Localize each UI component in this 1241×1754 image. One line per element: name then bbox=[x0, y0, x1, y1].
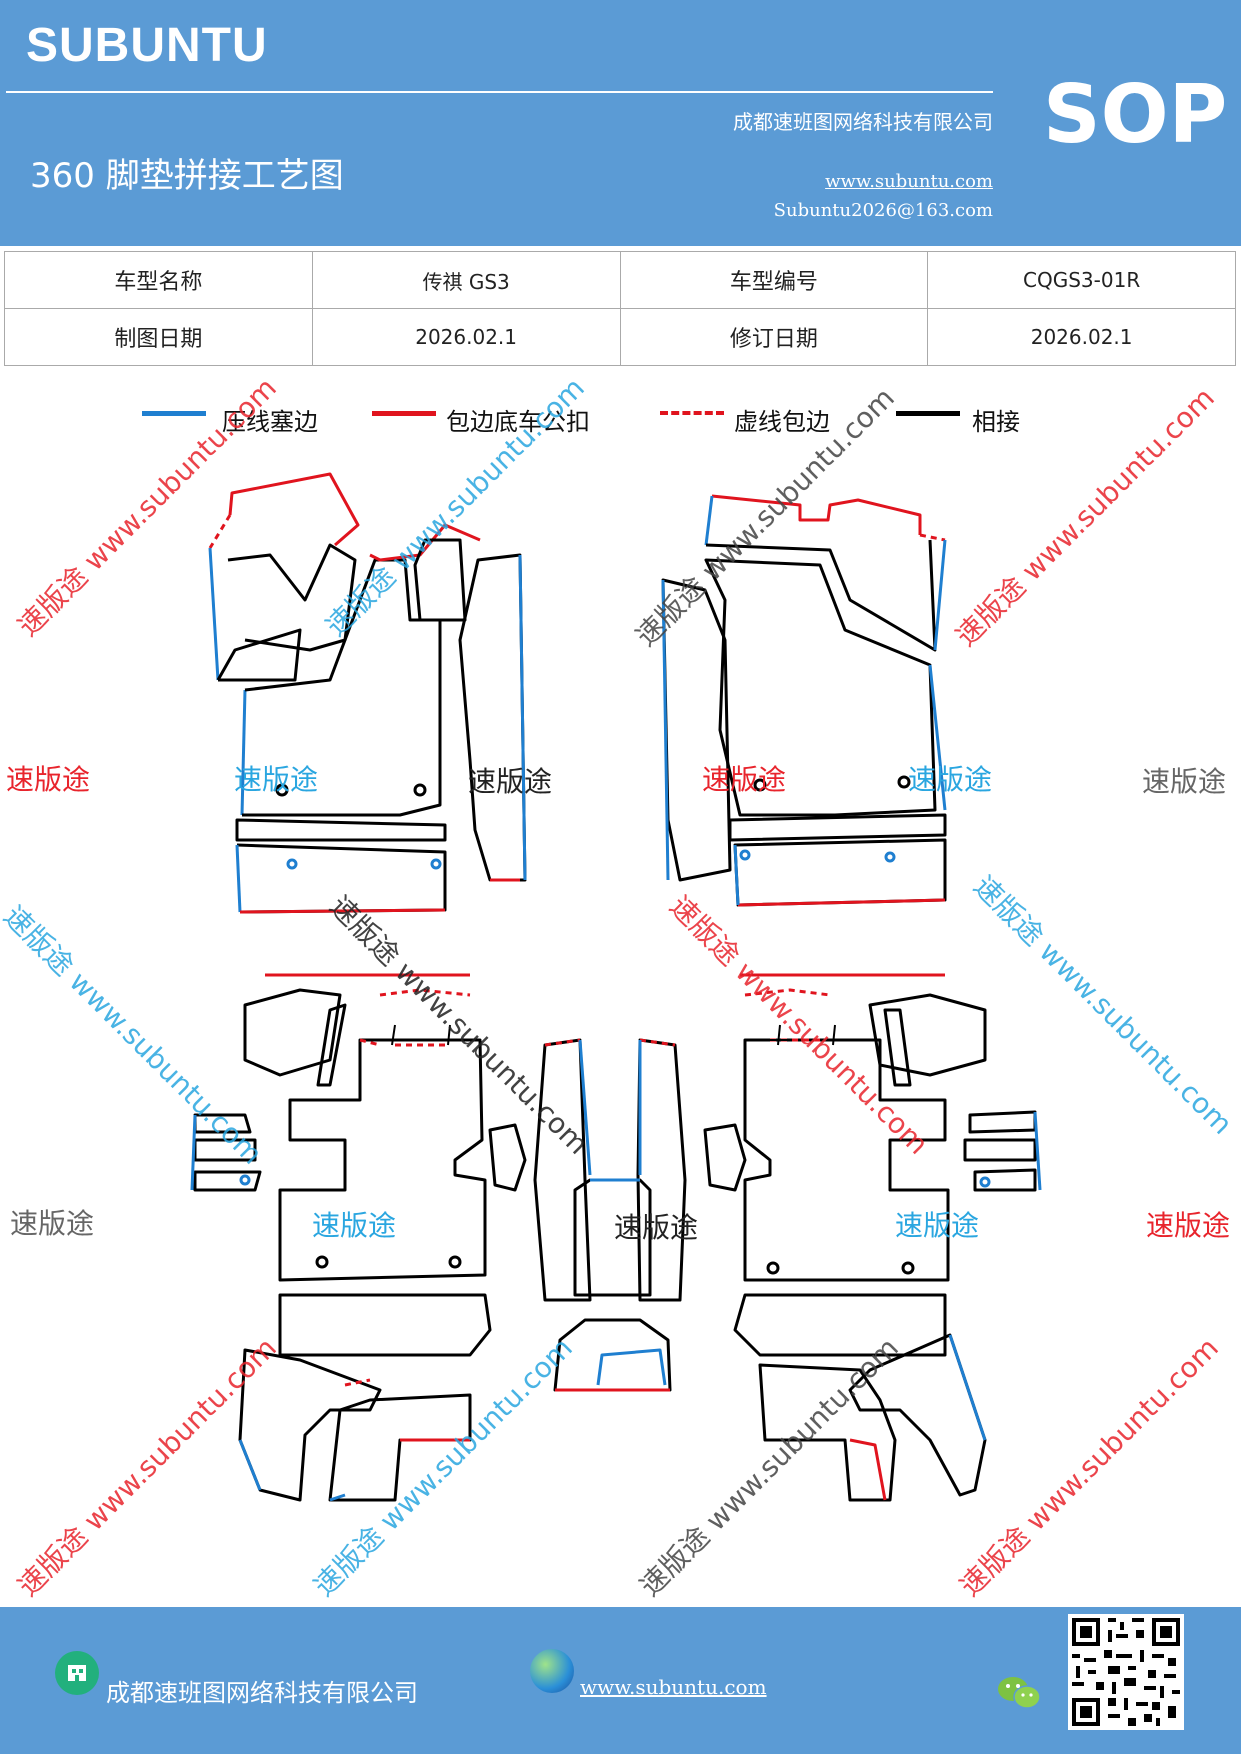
rear-right-mat-group bbox=[703, 973, 1042, 1502]
footer-website-link[interactable]: www.subuntu.com bbox=[580, 1675, 767, 1699]
legend-swatch-blue bbox=[142, 411, 206, 416]
watermark-text: 速版途 bbox=[614, 1211, 699, 1244]
footer-banner: 成都速班图网络科技有限公司 www.subuntu.com bbox=[0, 1607, 1241, 1754]
header-divider bbox=[6, 91, 993, 93]
brand-logo: SUBUNTU bbox=[26, 19, 268, 72]
center-tunnel-group bbox=[533, 1038, 687, 1392]
watermark-text: 速版途 bbox=[702, 763, 787, 796]
watermark-text: 速版途 bbox=[10, 1207, 95, 1240]
watermark-text: 速版途 bbox=[6, 763, 91, 796]
company-icon bbox=[55, 1651, 99, 1695]
draw-date-label: 制图日期 bbox=[4, 308, 313, 366]
company-name: 成都速班图网络科技有限公司 bbox=[733, 110, 993, 134]
watermark-text: 速版途 bbox=[1142, 765, 1227, 798]
watermark-text: 速版途 bbox=[1146, 1209, 1231, 1242]
model-name-label: 车型名称 bbox=[4, 251, 313, 309]
rear-left-mat-group bbox=[190, 973, 527, 1502]
draw-date-value: 2026.02.1 bbox=[311, 308, 621, 366]
legend-swatch-red bbox=[372, 411, 436, 416]
website-link[interactable]: www.subuntu.com bbox=[825, 171, 993, 192]
legend-swatch-black bbox=[896, 411, 960, 416]
page-title: 360 脚垫拼接工艺图 bbox=[30, 156, 344, 196]
legend: 压线塞边 包边底车公扣 虚线包边 相接 bbox=[0, 396, 1241, 436]
vehicle-info-table: 车型名称 传祺 GS3 车型编号 CQGS3-01R 制图日期 2026.02.… bbox=[4, 251, 1236, 366]
revise-date-label: 修订日期 bbox=[619, 308, 929, 366]
legend-label: 压线塞边 bbox=[222, 408, 318, 436]
sop-badge: SOP bbox=[1043, 68, 1228, 161]
qr-code-icon[interactable] bbox=[1068, 1614, 1184, 1730]
model-name-value: 传祺 GS3 bbox=[311, 251, 621, 309]
front-left-mat-group bbox=[208, 472, 527, 914]
watermark-text: 速版途 bbox=[468, 765, 553, 798]
header-banner: SUBUNTU 成都速班图网络科技有限公司 360 脚垫拼接工艺图 www.su… bbox=[0, 0, 1241, 246]
watermark-text: 速版途 bbox=[895, 1209, 980, 1242]
floor-mat-diagram bbox=[190, 472, 1042, 1502]
wechat-icon[interactable] bbox=[995, 1673, 1043, 1713]
table-row: 制图日期 2026.02.1 修订日期 2026.02.1 bbox=[4, 308, 1236, 366]
model-code-value: CQGS3-01R bbox=[927, 251, 1236, 309]
legend-label: 包边底车公扣 bbox=[446, 408, 590, 436]
legend-label: 虚线包边 bbox=[734, 408, 830, 436]
watermark-text: 速版途 bbox=[312, 1209, 397, 1242]
globe-icon bbox=[530, 1649, 574, 1693]
legend-label: 相接 bbox=[972, 408, 1020, 436]
legend-swatch-red-dashed bbox=[660, 411, 724, 415]
table-row: 车型名称 传祺 GS3 车型编号 CQGS3-01R bbox=[4, 251, 1236, 309]
contact-email[interactable]: Subuntu2026@163.com bbox=[773, 200, 993, 221]
watermark-text: 速版途 bbox=[234, 763, 319, 796]
front-right-mat-group bbox=[661, 494, 947, 907]
watermark-text: 速版途 bbox=[908, 763, 993, 796]
revise-date-value: 2026.02.1 bbox=[927, 308, 1236, 366]
footer-company-name: 成都速班图网络科技有限公司 bbox=[106, 1679, 418, 1707]
model-code-label: 车型编号 bbox=[619, 251, 929, 309]
